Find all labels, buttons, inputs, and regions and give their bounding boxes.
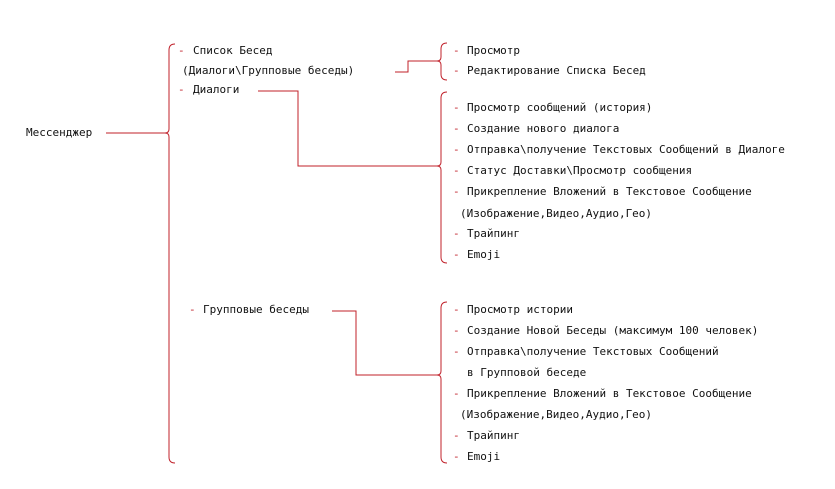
item-dash: - [453, 450, 460, 463]
item-group-emoji: Emoji [467, 450, 501, 463]
branch-group-chats-connector [332, 310, 437, 376]
branch-dialogs-connector [258, 90, 437, 167]
branch-label-conversation-list-line2: (Диалоги\Групповые беседы) [182, 64, 355, 77]
branch-label-conversation-list: Список Бесед [193, 44, 273, 57]
item-dash: - [453, 122, 460, 135]
item-history: Просмотр истории [467, 303, 573, 316]
brace-dialogs [436, 91, 448, 264]
item-group-typing: Трайпинг [467, 429, 520, 442]
brace-conversation-list [436, 42, 448, 81]
item-group-send-receive: Отправка\получение Текстовых Сообщений [467, 345, 719, 358]
item-dash: - [453, 64, 460, 77]
item-group-attachments: Прикрепление Вложений в Текстовое Сообще… [467, 387, 752, 400]
root-node: Мессенджер [26, 126, 93, 139]
item-group-attachments-line2: (Изображение,Видео,Аудио,Гео) [460, 408, 653, 421]
item-dash: - [453, 143, 460, 156]
item-delivery-status: Статус Доставки\Просмотр сообщения [467, 164, 693, 177]
branch-label-dialogs: Диалоги [193, 83, 240, 96]
branch-conversation-list-connector [395, 60, 437, 73]
item-dash: - [453, 248, 460, 261]
item-new-dialog: Создание нового диалога [467, 122, 620, 135]
branch-label-group-chats: Групповые беседы [203, 303, 309, 316]
item-dash: - [453, 164, 460, 177]
item-dash: - [453, 101, 460, 114]
branch-dash: - [178, 44, 185, 57]
item-dash: - [453, 324, 460, 337]
item-dash: - [453, 303, 460, 316]
main-brace [164, 43, 176, 464]
item-message-history: Просмотр сообщений (история) [467, 101, 653, 114]
item-dash: - [453, 44, 460, 57]
item-view: Просмотр [467, 44, 520, 57]
item-group-send-receive-line2: в Групповой беседе [467, 366, 587, 379]
item-attachments-line2: (Изображение,Видео,Аудио,Гео) [460, 207, 653, 220]
item-dash: - [453, 387, 460, 400]
item-new-group: Создание Новой Беседы (максимум 100 чело… [467, 324, 759, 337]
item-emoji: Emoji [467, 248, 501, 261]
item-dash: - [453, 345, 460, 358]
item-edit-list: Редактирование Списка Бесед [467, 64, 646, 77]
brace-group-chats [436, 301, 448, 464]
branch-dash: - [178, 83, 185, 96]
item-dash: - [453, 185, 460, 198]
item-attachments: Прикрепление Вложений в Текстовое Сообще… [467, 185, 752, 198]
item-send-receive: Отправка\получение Текстовых Сообщений в… [467, 143, 785, 156]
item-typing: Трайпинг [467, 227, 520, 240]
item-dash: - [453, 227, 460, 240]
branch-dash: - [189, 303, 196, 316]
item-dash: - [453, 429, 460, 442]
